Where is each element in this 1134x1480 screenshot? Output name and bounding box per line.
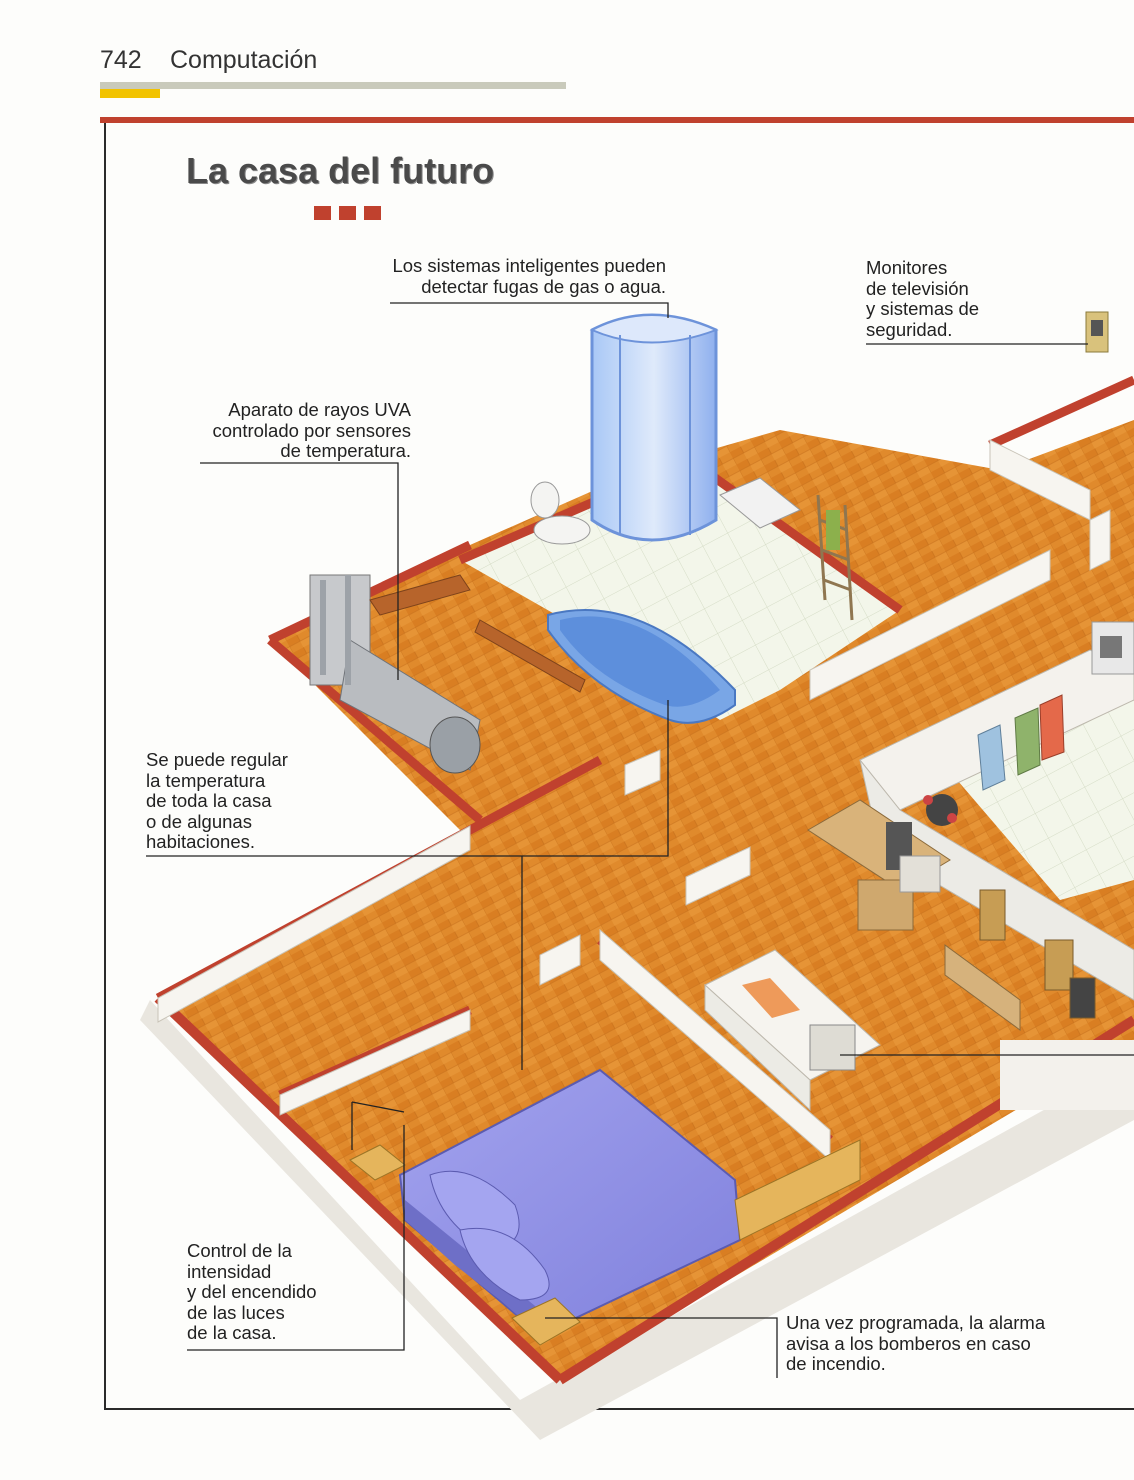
- wall-right-corridor: [988, 375, 1134, 450]
- header-rule: [100, 82, 566, 89]
- section-title: Computación: [170, 46, 318, 74]
- uva-machine: [309, 574, 481, 774]
- microwave: [1091, 621, 1134, 675]
- house-base-shadow: [140, 1000, 1134, 1440]
- frame-left-rule: [104, 123, 106, 1410]
- callout-monitors: Monitores de televisión y sistemas de se…: [866, 257, 980, 340]
- callout-uva: Aparato de rayos UVA controlado por sens…: [212, 399, 411, 461]
- callout-alarm: Una vez programada, la alarma avisa a lo…: [786, 1312, 1046, 1374]
- gym-benches: [369, 574, 586, 693]
- title-square-3: [364, 206, 381, 220]
- frame-bottom-rule: [104, 1408, 1134, 1410]
- title-square-2: [339, 206, 356, 220]
- page-number: 742: [100, 46, 142, 74]
- towel-ladder: [816, 494, 854, 621]
- speakers: [979, 889, 1096, 1019]
- bathroom-sink: [719, 477, 801, 529]
- study-table: [704, 949, 1134, 1112]
- house-floor: [158, 430, 1134, 1380]
- callout-gas-water: Los sistemas inteligentes pueden detecta…: [392, 255, 666, 297]
- wall-gym-left: [267, 636, 483, 824]
- leader-lines: [146, 302, 1134, 1378]
- wall-outer-left: [154, 994, 564, 1384]
- title-square-1: [314, 206, 331, 220]
- diagram-title: La casa del futuro: [186, 150, 495, 191]
- callout-lights: Control de la intensidad y del encendido…: [187, 1240, 317, 1343]
- bed: [398, 1068, 742, 1337]
- kitchen-drawers: [944, 944, 1021, 1031]
- office-desk: [807, 799, 951, 931]
- frame-top-rule: [100, 117, 1134, 123]
- bathtub: [547, 609, 736, 724]
- toilet: [530, 481, 591, 545]
- wall-monitor: [1085, 311, 1109, 353]
- bedside-tables: [349, 1139, 861, 1346]
- recycling-bins: [977, 694, 1065, 791]
- shower-cabin: [589, 313, 719, 542]
- white-walls: [157, 439, 1111, 1162]
- header-accent: [100, 89, 160, 98]
- callout-temperature: Se puede regular la temperatura de toda …: [146, 749, 288, 852]
